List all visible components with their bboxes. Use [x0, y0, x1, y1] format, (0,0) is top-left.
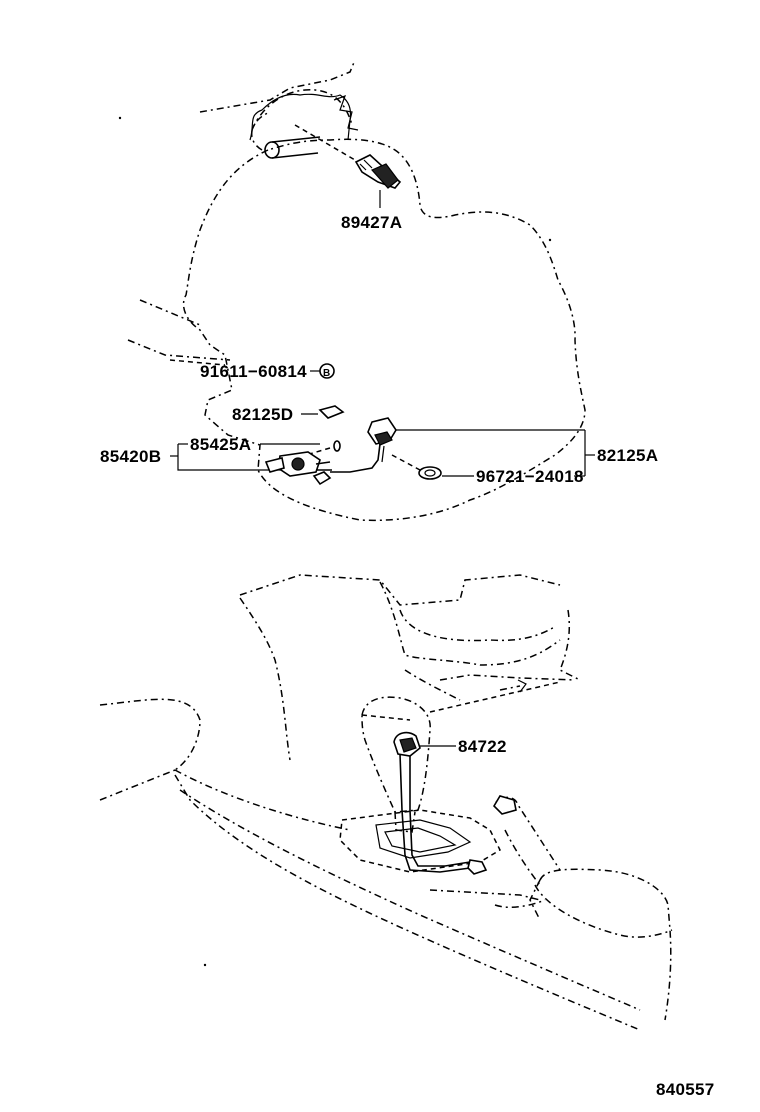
part-label-82125D: 82125D	[232, 405, 293, 424]
svg-text:B: B	[323, 368, 330, 379]
shift-lever-knob	[361, 681, 561, 833]
washer-96721-24018	[418, 466, 442, 480]
part-label-84722: 84722	[458, 737, 507, 756]
vehicle-speed-sensor-89427A	[354, 154, 402, 189]
part-label-96721-24018: 96721−24018	[476, 467, 584, 486]
figure-number: 840557	[656, 1080, 715, 1099]
bracket-85420B	[177, 444, 285, 471]
part-label-82125A: 82125A	[597, 446, 658, 465]
transmission-outline	[127, 59, 586, 522]
wire-harness-82125A	[330, 417, 397, 473]
clamp-82125D	[318, 405, 345, 419]
console-outline	[99, 574, 673, 1031]
part-label-91611-60814: 91611−60814	[200, 362, 307, 381]
part-label-85420B: 85420B	[100, 447, 161, 466]
oring-85425A	[333, 440, 341, 452]
bolt-91611-60814	[319, 363, 335, 379]
switch-85420B	[264, 451, 332, 486]
shift-lock-switch-84722	[393, 731, 488, 875]
part-label-85425A: 85425A	[190, 435, 251, 454]
part-label-89427A: 89427A	[341, 213, 402, 232]
